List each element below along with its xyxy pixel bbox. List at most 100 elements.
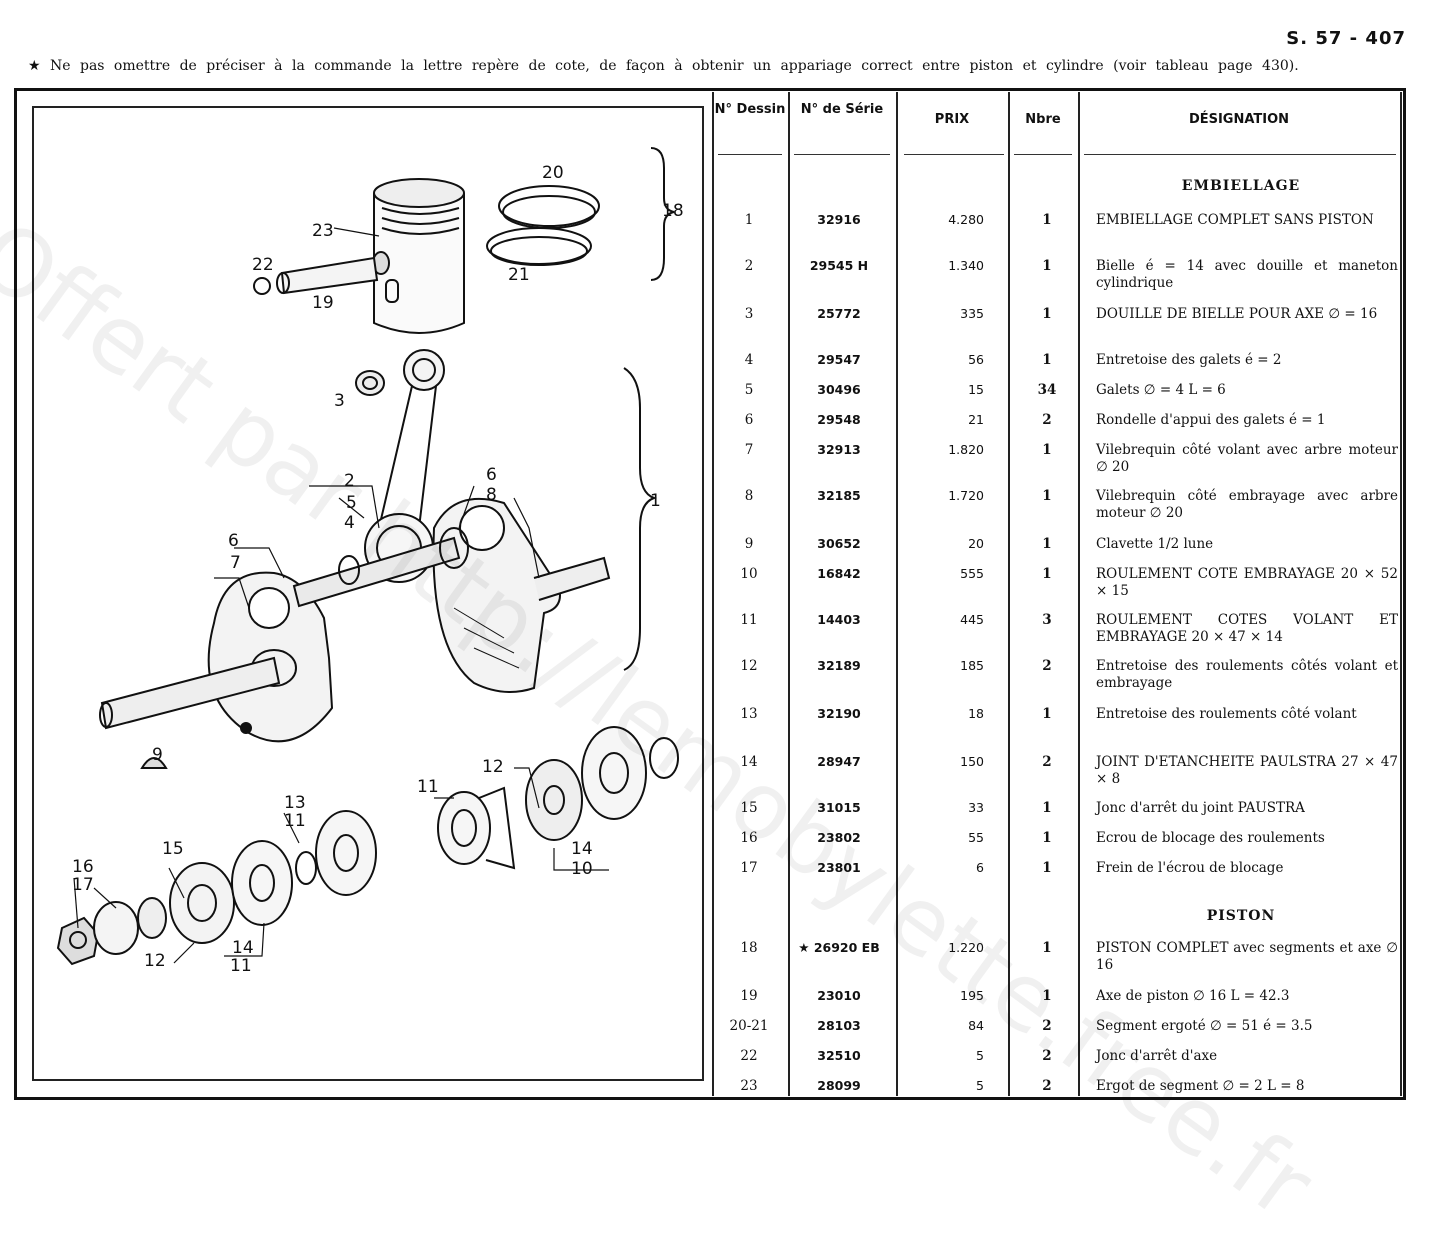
callout-15: 15	[162, 839, 184, 859]
cell-dessin: 14	[740, 754, 758, 770]
cell-serie: 30652	[817, 536, 861, 551]
cell-nbre: 2	[1042, 1018, 1052, 1034]
cell-dessin: 6	[744, 412, 754, 428]
order-note: ★ Ne pas omettre de préciser à la comman…	[28, 58, 1299, 74]
cell-nbre: 1	[1042, 488, 1052, 504]
cell-nbre: 1	[1042, 706, 1052, 722]
cell-nbre: 2	[1042, 1048, 1052, 1064]
cell-prix: 185	[960, 658, 984, 673]
cell-dessin: 10	[740, 566, 758, 582]
cell-prix: 15	[968, 382, 984, 397]
cell-prix: 20	[968, 536, 984, 551]
cell-designation: DOUILLE DE BIELLE POUR AXE ∅ = 16	[1096, 306, 1378, 322]
cell-dessin: 18	[740, 940, 758, 956]
header-prix: PRIX	[934, 112, 970, 127]
cell-designation: Frein de l'écrou de blocage	[1096, 860, 1284, 876]
callout-5: 5	[346, 493, 357, 513]
cell-serie: 31015	[817, 800, 861, 815]
callout-20: 20	[542, 163, 564, 183]
callout-1: 1	[650, 491, 661, 511]
cell-serie: 32510	[817, 1048, 861, 1063]
cell-serie: 28947	[817, 754, 861, 769]
cell-designation: Axe de piston ∅ 16 L = 42.3	[1096, 988, 1290, 1004]
page-frame	[14, 88, 1406, 1100]
cell-prix: 1.720	[948, 488, 984, 503]
cell-prix: 5	[976, 1048, 984, 1063]
cell-nbre: 1	[1042, 940, 1052, 956]
cell-prix: 18	[968, 706, 984, 721]
gudgeon-pin-graphic	[276, 256, 379, 295]
cell-dessin: 13	[740, 706, 758, 722]
callout-3: 3	[334, 391, 345, 411]
cell-serie: 16842	[817, 566, 861, 581]
cell-designation: PISTON COMPLET avec segments et axe ∅ 16	[1096, 940, 1398, 973]
cell-prix: 555	[960, 566, 984, 581]
cell-serie: 23801	[817, 860, 861, 875]
cell-nbre: 1	[1042, 306, 1052, 322]
cell-designation: Jonc d'arrêt du joint PAUSTRA	[1096, 800, 1305, 816]
callout-22: 22	[252, 255, 274, 275]
cell-designation: JOINT D'ETANCHEITE PAULSTRA 27 × 47 × 8	[1096, 754, 1398, 787]
callout-12-left: 12	[144, 951, 166, 971]
cell-prix: 55	[968, 830, 984, 845]
cell-dessin: 3	[744, 306, 754, 322]
cell-nbre: 1	[1042, 258, 1052, 274]
cell-prix: 5	[976, 1078, 984, 1093]
cell-serie: 32189	[817, 658, 861, 673]
cell-designation: Jonc d'arrêt d'axe	[1096, 1048, 1218, 1064]
cell-prix: 1.220	[948, 940, 984, 955]
cell-serie: 32185	[817, 488, 861, 503]
col-divider	[1008, 92, 1010, 1096]
cell-dessin: 11	[740, 612, 758, 628]
cell-dessin: 1	[744, 212, 754, 228]
callout-16: 16	[72, 857, 94, 877]
table-border-left	[712, 92, 714, 1096]
callout-18: 18	[662, 201, 684, 221]
cell-designation: Bielle é = 14 avec douille et maneton cy…	[1096, 258, 1398, 291]
cell-dessin: 5	[744, 382, 754, 398]
cell-nbre: 1	[1042, 352, 1052, 368]
header-rule	[904, 154, 1004, 155]
cell-serie: 25772	[817, 306, 861, 321]
cell-dessin: 4	[744, 352, 754, 368]
bearing-set-left-graphic	[56, 810, 377, 966]
cell-nbre: 1	[1042, 536, 1052, 552]
cell-prix: 1.340	[948, 258, 984, 273]
cell-prix: 6	[976, 860, 984, 875]
callout-14-left: 14	[232, 938, 254, 958]
header-serie: N° de Série	[800, 102, 884, 117]
crank-web-left-graphic	[207, 571, 334, 743]
cell-prix: 150	[960, 754, 984, 769]
cell-nbre: 2	[1042, 1078, 1052, 1094]
callout-19: 19	[312, 293, 334, 313]
crank-web-right-graphic	[432, 497, 611, 693]
cell-dessin: 22	[740, 1048, 758, 1064]
cell-designation: Entretoise des galets é = 2	[1096, 352, 1282, 368]
header-rule	[1014, 154, 1072, 155]
cell-prix: 33	[968, 800, 984, 815]
callout-21: 21	[508, 265, 530, 285]
header-nbre: Nbre	[1025, 112, 1061, 127]
cell-nbre: 3	[1042, 612, 1052, 628]
cell-designation: Entretoise des roulements côté volant	[1096, 706, 1357, 722]
cell-dessin: 17	[740, 860, 758, 876]
cell-designation: EMBIELLAGE COMPLET SANS PISTON	[1096, 212, 1374, 228]
cell-dessin: 15	[740, 800, 758, 816]
cell-nbre: 1	[1042, 988, 1052, 1004]
callout-6-left: 6	[228, 531, 239, 551]
cell-prix: 84	[968, 1018, 984, 1033]
cell-nbre: 1	[1042, 860, 1052, 876]
cell-designation: Rondelle d'appui des galets é = 1	[1096, 412, 1326, 428]
cell-nbre: 1	[1042, 800, 1052, 816]
callout-10: 10	[571, 859, 593, 879]
cell-serie: 14403	[817, 612, 861, 627]
cell-designation: Ergot de segment ∅ = 2 L = 8	[1096, 1078, 1305, 1094]
cell-serie: 23802	[817, 830, 861, 845]
cell-serie: 30496	[817, 382, 861, 397]
cell-serie: 23010	[817, 988, 861, 1003]
header-rule	[718, 154, 782, 155]
callout-6-right: 6	[486, 465, 497, 485]
cell-designation: ROULEMENT COTES VOLANT ET EMBRAYAGE 20 ×…	[1096, 612, 1398, 645]
cell-serie: 32913	[817, 442, 861, 457]
cell-dessin: 7	[744, 442, 754, 458]
